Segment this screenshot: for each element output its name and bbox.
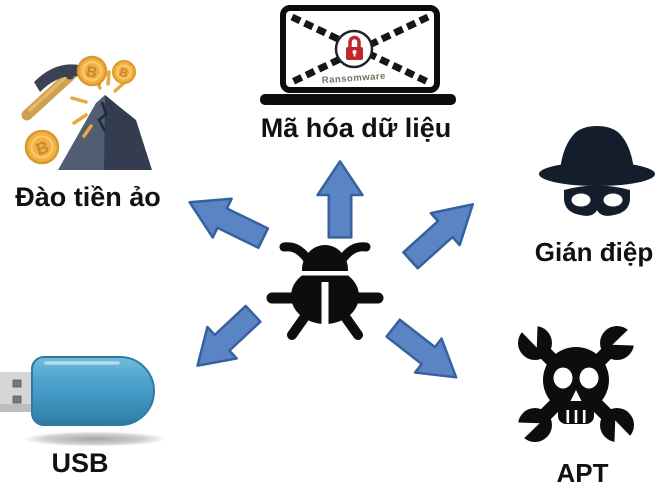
rock-dark-face [104, 95, 152, 170]
spy-eye-right [603, 193, 623, 207]
bug-neck-gap [291, 271, 359, 276]
usb-drive-icon [0, 356, 167, 447]
label-crypto-mining: Đào tiền ảo [15, 182, 161, 212]
arrow-to-usb [179, 295, 270, 385]
pickaxe-joint [65, 70, 75, 80]
ransomware-laptop-icon: Ransomware [260, 5, 456, 105]
ransomware-screen-text: Ransomware [321, 71, 386, 86]
padlock-icon [346, 35, 363, 60]
label-spyware: Gián điệp [534, 237, 654, 267]
bitcoin-coins: B B B [24, 55, 136, 165]
skull [543, 347, 609, 424]
usb-shadow [23, 431, 167, 447]
laptop-base [260, 94, 456, 105]
bug-legs [266, 292, 384, 340]
label-apt: APT [556, 458, 609, 488]
usb-body [31, 356, 155, 426]
spy-mask [564, 185, 630, 216]
arrow-to-ransomware [315, 159, 365, 239]
arrow-to-spyware [393, 185, 491, 280]
coin-symbol: B [84, 63, 99, 82]
pickaxe-handle-highlight [28, 70, 73, 112]
coin-symbol: B [33, 137, 51, 159]
rock-crack [97, 101, 108, 132]
spy-eye-left [571, 193, 591, 207]
bug-head [302, 245, 348, 272]
usb-connector [0, 372, 34, 412]
label-usb: USB [51, 448, 109, 478]
arrow-to-crypto-mining [177, 180, 275, 261]
crypto-mining-icon: B B B [21, 55, 152, 170]
spy-hat [539, 126, 655, 186]
malware-bug-icon [266, 242, 384, 340]
apt-skull-wrenches-icon [500, 306, 652, 458]
label-ransomware: Mã hóa dữ liệu [260, 113, 452, 143]
bug-body-stripe [321, 282, 329, 324]
arrow-to-apt [377, 308, 473, 398]
spy-icon [539, 126, 655, 216]
